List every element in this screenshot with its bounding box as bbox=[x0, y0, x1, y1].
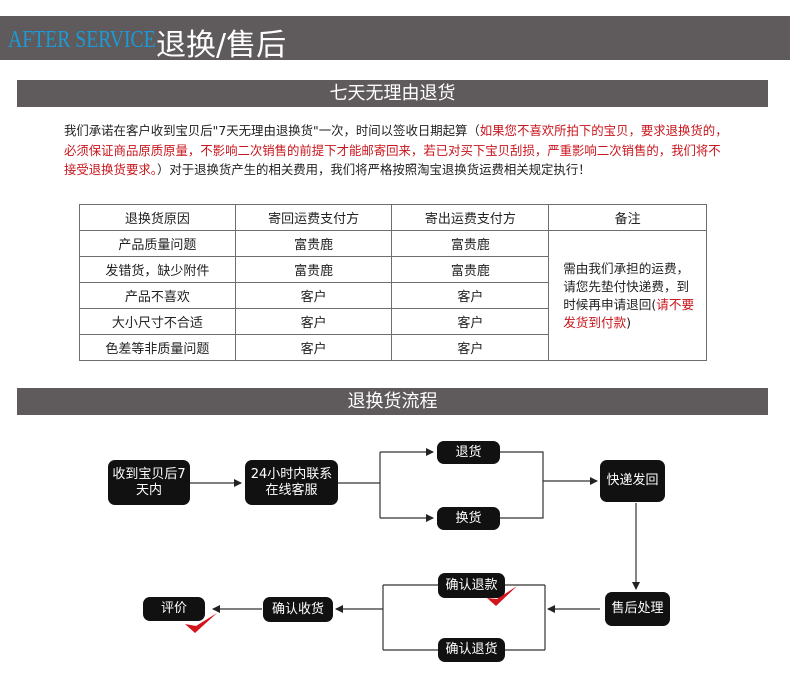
table-cell: 客户 bbox=[391, 334, 550, 361]
intro-text-2: ）对于退换货产生的相关费用，我们将严格按照淘宝退换货运费相关规定执行！ bbox=[156, 162, 591, 177]
table-cell: 发错货，缺少附件 bbox=[79, 256, 236, 283]
return-fee-table: 退换货原因 寄回运费支付方 寄出运费支付方 备注 产品质量问题 富贵鹿 富贵鹿 … bbox=[79, 204, 707, 361]
table-cell: 富贵鹿 bbox=[391, 230, 550, 257]
flow-step-confirm-return: 确认退货 bbox=[438, 638, 505, 662]
table-row: 产品不喜欢 客户 客户 bbox=[79, 282, 707, 309]
table-row: 发错货，缺少附件 富贵鹿 富贵鹿 bbox=[79, 256, 707, 283]
flow-step-ship-back: 快递发回 bbox=[600, 460, 665, 502]
flow-step-confirm-refund: 确认退款 bbox=[438, 573, 505, 598]
table-cell: 客户 bbox=[234, 334, 393, 361]
page-header: AFTER SERVICE 退换/售后 bbox=[0, 16, 790, 63]
table-cell: 富贵鹿 bbox=[234, 230, 393, 257]
table-cell: 客户 bbox=[234, 282, 393, 309]
flow-step-receive: 收到宝贝后7天内 bbox=[108, 460, 190, 505]
intro-text-red: 如果您不喜欢所拍下的宝贝，要求退换货的，必须保证商品原质原量，不影响二次销售的前… bbox=[64, 123, 728, 177]
header-en-title: AFTER SERVICE bbox=[8, 27, 156, 53]
header-cn-title: 退换/售后 bbox=[156, 28, 287, 63]
note-text: 需由我们承担的运费，请您先垫付快递费，到时候再申请退回( bbox=[563, 260, 690, 312]
table-cell: 色差等非质量问题 bbox=[79, 334, 236, 361]
table-cell: 大小尺寸不合适 bbox=[79, 308, 236, 335]
flow-step-confirm-receipt: 确认收货 bbox=[263, 597, 333, 622]
section-title-seven-day: 七天无理由退货 bbox=[17, 80, 768, 107]
table-row: 色差等非质量问题 客户 客户 bbox=[79, 334, 707, 361]
table-row: 大小尺寸不合适 客户 客户 bbox=[79, 308, 707, 335]
section-title-flow: 退换货流程 bbox=[17, 388, 768, 415]
checkmark-icon bbox=[185, 613, 217, 633]
flow-step-contact: 24小时内联系在线客服 bbox=[245, 460, 338, 505]
policy-intro: 我们承诺在客户收到宝贝后"7天无理由退换货"一次，时间以签收日期起算（如果您不喜… bbox=[64, 121, 729, 180]
table-cell: 产品不喜欢 bbox=[79, 282, 236, 309]
note-end: ) bbox=[626, 314, 632, 330]
checkmark-icon bbox=[487, 586, 517, 606]
flow-step-review: 评价 bbox=[143, 597, 205, 621]
flow-step-return: 退货 bbox=[437, 441, 500, 464]
flow-step-after-sale: 售后处理 bbox=[605, 592, 670, 626]
intro-text-1: 我们承诺在客户收到宝贝后"7天无理由退换货"一次，时间以签收日期起算（ bbox=[64, 123, 480, 138]
table-note: 需由我们承担的运费，请您先垫付快递费，到时候再申请退回(请不要发货到付款) bbox=[548, 230, 707, 361]
table-header: 寄出运费支付方 bbox=[391, 204, 550, 231]
flow-step-exchange: 换货 bbox=[437, 507, 500, 530]
note-red-text: 请不要发货到付款 bbox=[563, 296, 695, 330]
table-cell: 客户 bbox=[391, 282, 550, 309]
